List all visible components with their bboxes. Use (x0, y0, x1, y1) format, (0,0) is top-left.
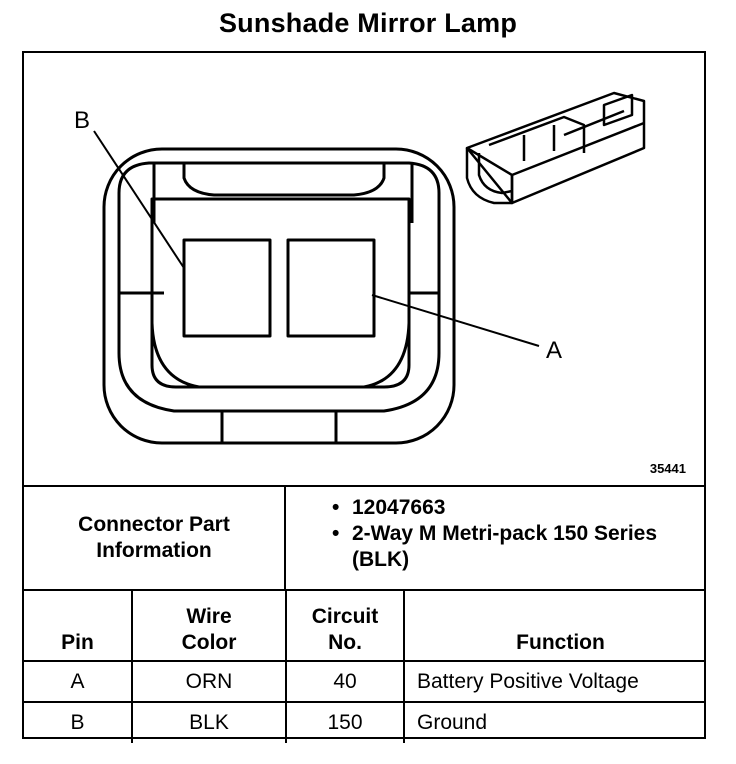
header-circuit-no: Circuit No. (285, 591, 405, 662)
connector-u-channel (150, 322, 411, 389)
cavity-a (286, 238, 376, 338)
label-a: A (546, 337, 562, 364)
figure-number: 35441 (649, 461, 686, 476)
pin-table-header: Pin Wire Color Circuit No. Function (24, 591, 704, 662)
cell-circuit-no: 40 (285, 660, 405, 703)
connector-outer-housing (102, 147, 456, 445)
page-title: Sunshade Mirror Lamp (218, 8, 518, 38)
header-pin: Pin (24, 591, 133, 662)
cell-wire-color: ORN (131, 660, 287, 703)
connector-cavity-block (150, 197, 411, 389)
cell-circuit-no: 150 (285, 701, 405, 743)
connector-description: 2-Way M Metri-pack 150 Series (BLK) (286, 521, 704, 573)
table-row: B BLK 150 Ground (24, 701, 704, 743)
cell-pin: B (24, 701, 133, 743)
leader-line-a (371, 294, 540, 347)
connector-diagram: B A 35441 (24, 53, 704, 487)
connector-info-list: 12047663 2-Way M Metri-pack 150 Series (… (286, 495, 704, 573)
pin-table: Pin Wire Color Circuit No. Function A OR… (24, 591, 704, 743)
connector-info-row: Connector Part Information 12047663 2-Wa… (24, 487, 704, 591)
table-row: A ORN 40 Battery Positive Voltage (24, 660, 704, 703)
cavity-b (182, 238, 272, 338)
connector-inner-rim (117, 161, 441, 413)
cell-pin: A (24, 660, 133, 703)
header-wire-color: Wire Color (131, 591, 287, 662)
header-function: Function (403, 591, 704, 662)
connector-part-number: 12047663 (286, 495, 704, 521)
cell-function: Ground (403, 701, 704, 743)
label-b: B (74, 107, 90, 134)
connector-frame: B A 35441 Connector Part Information 120… (22, 51, 706, 743)
connector-isometric-view (465, 91, 646, 205)
cell-function: Battery Positive Voltage (403, 660, 704, 703)
leader-line-b (93, 130, 185, 269)
connector-info-label: Connector Part Information (24, 487, 286, 589)
connector-top-step (182, 163, 386, 197)
connector-face-drawing: B A (74, 91, 646, 445)
cell-wire-color: BLK (131, 701, 287, 743)
